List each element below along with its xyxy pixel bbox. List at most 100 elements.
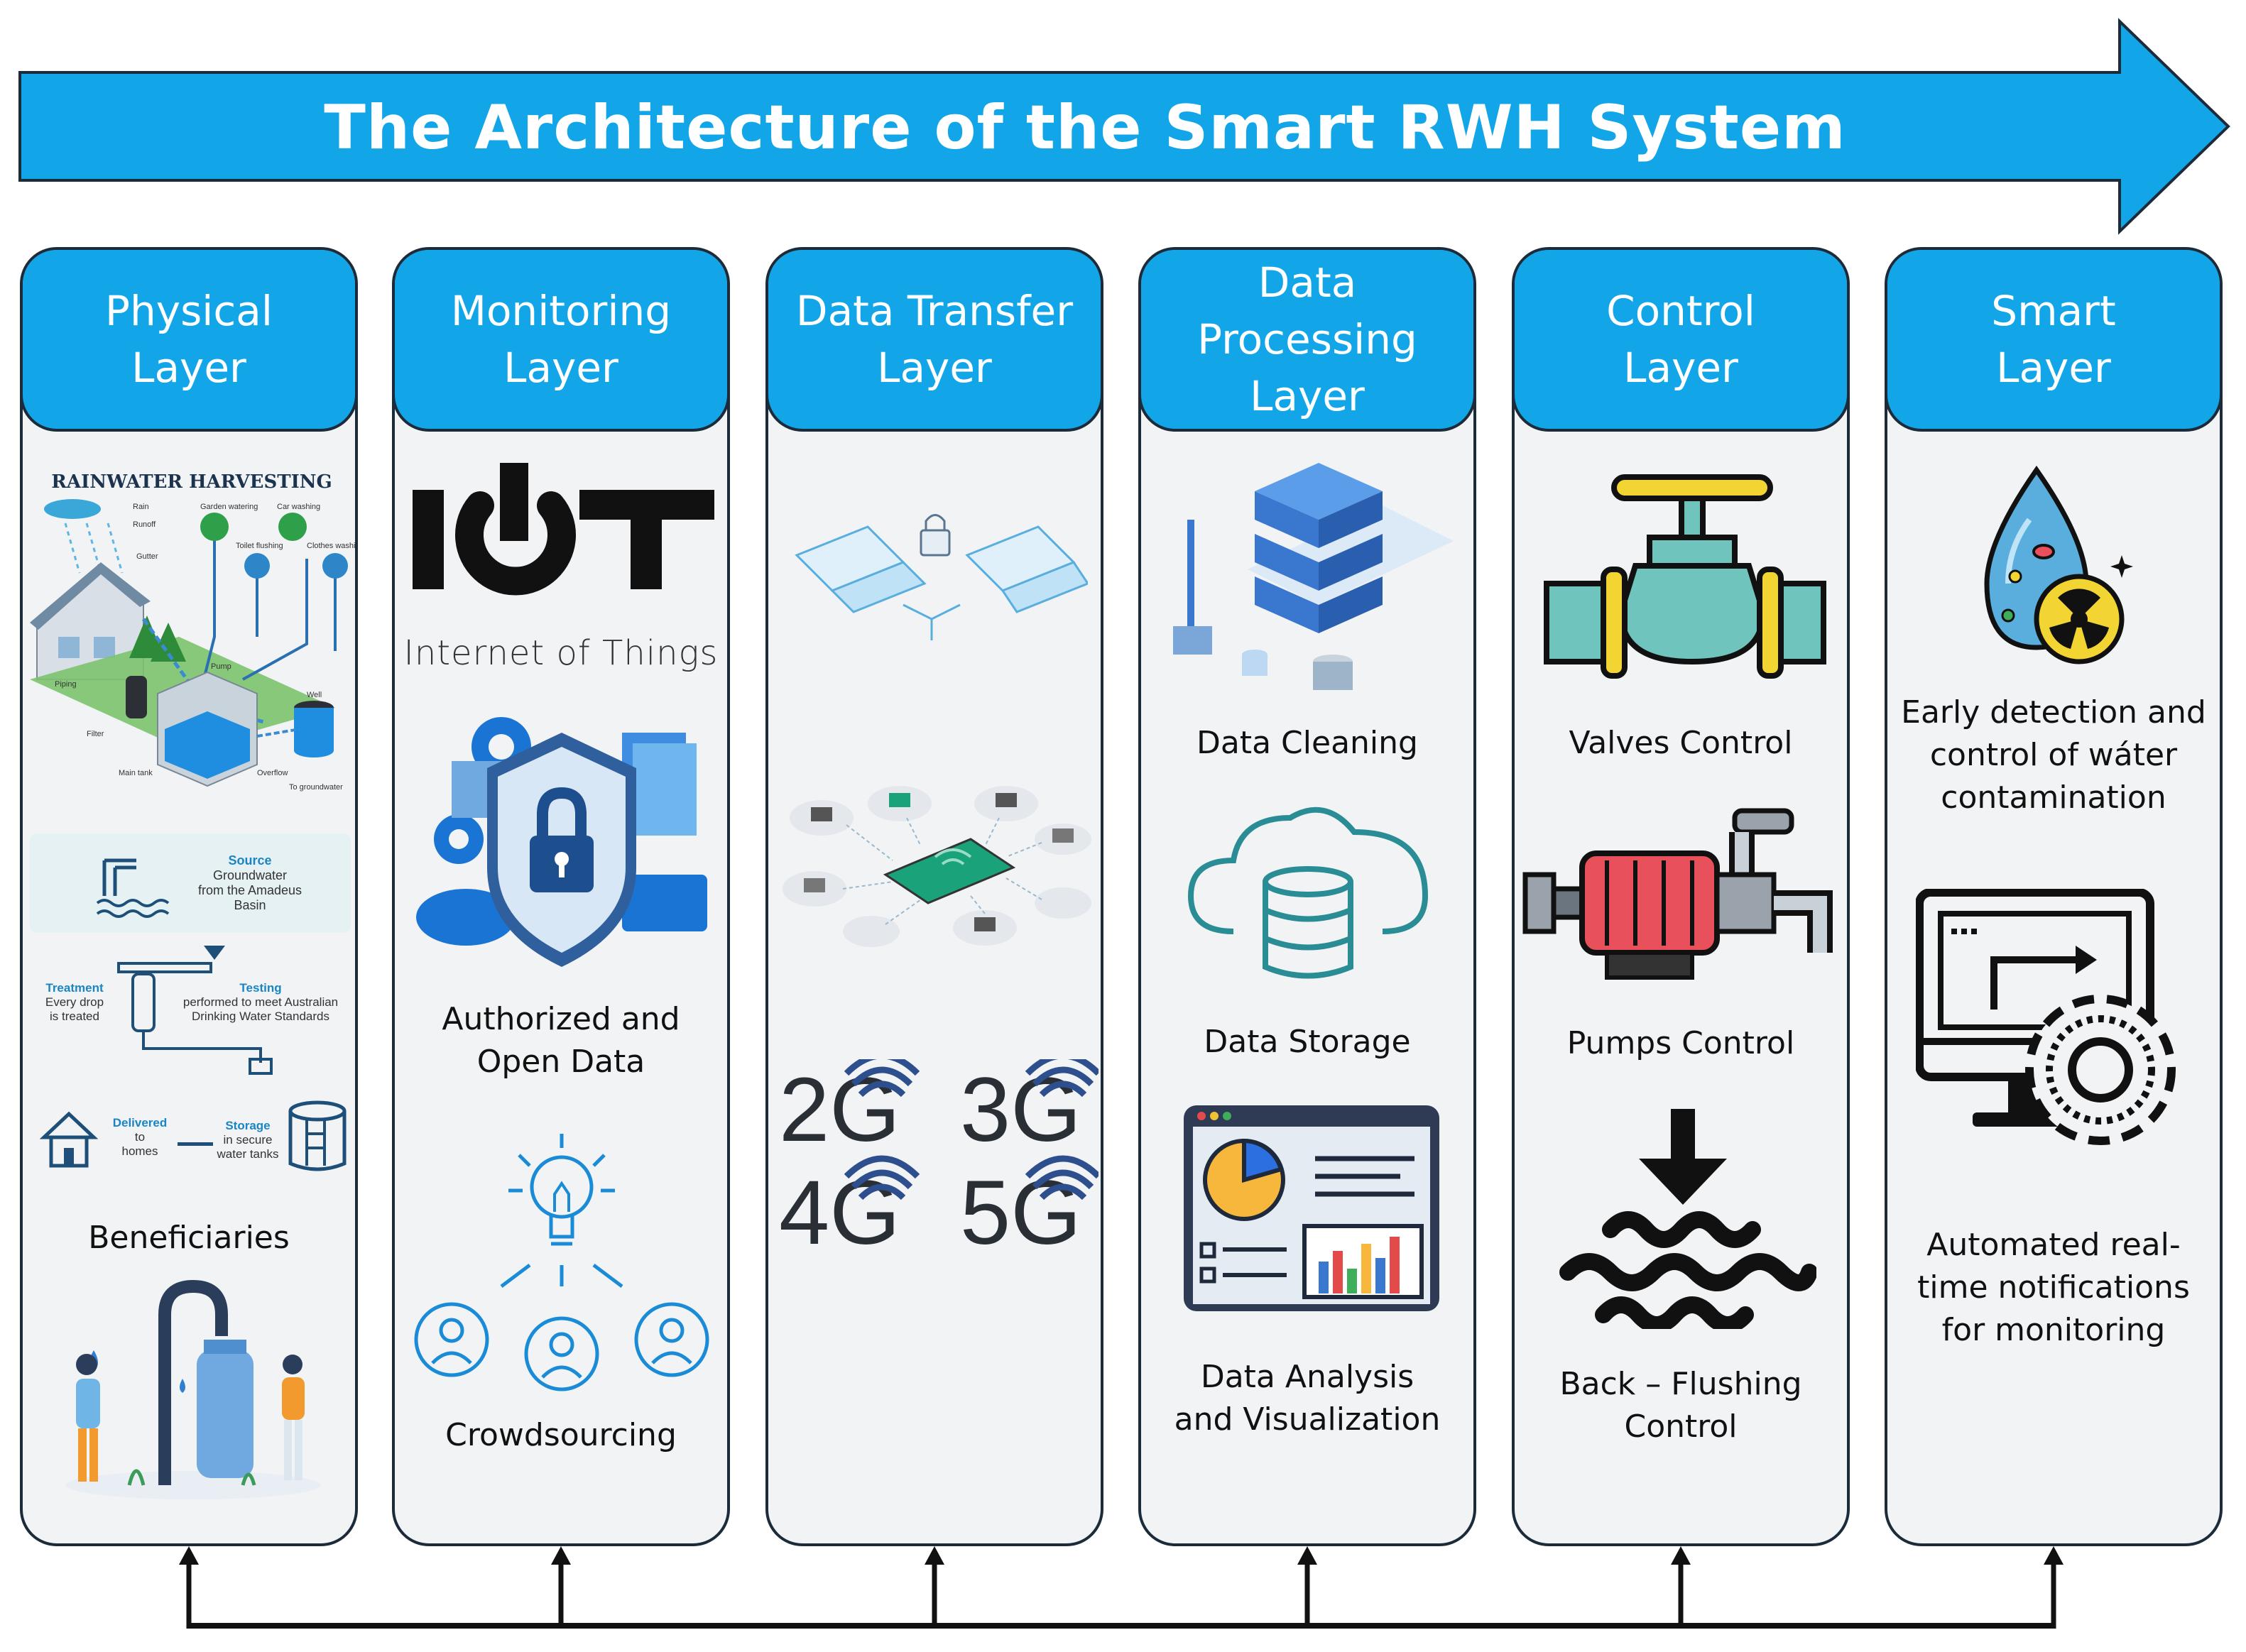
2g-icon: 2G: [779, 1059, 920, 1161]
arrow-up-icon: [179, 1546, 199, 1629]
column-title-line: Monitoring: [450, 287, 672, 335]
arrow-up-icon: [1671, 1546, 1691, 1629]
infographic-label: Pump: [211, 662, 231, 671]
column-header: Data Transfer Layer: [768, 250, 1101, 432]
column-title-line: Layer: [503, 344, 618, 392]
infographic-label: Toilet flushing: [236, 542, 283, 550]
notifications-line: for monitoring: [1941, 1312, 2166, 1348]
treatment-line: Every drop: [45, 995, 104, 1009]
water-treatment-icon: [117, 946, 273, 1075]
column-title-line: Processing: [1197, 315, 1417, 363]
column-control-layer: Control Layer Valves Control Pumps Contr…: [1512, 247, 1850, 1546]
connector-lines: [500, 1264, 623, 1288]
infographic-label: Rain: [133, 503, 149, 511]
early-detection-line: Early detection and: [1901, 694, 2206, 731]
svg-text:5G: 5G: [960, 1162, 1081, 1264]
infographic-label: Piping: [55, 680, 77, 689]
column-title-line: Data: [1258, 258, 1357, 307]
open-data-line: Open Data: [476, 1044, 645, 1080]
source-panel: [30, 833, 351, 933]
infographic-label: Gutter: [136, 552, 158, 561]
infographic-label: Well: [307, 691, 322, 699]
source-text: Source Groundwater from the Amadeus Basi…: [179, 853, 321, 913]
infographic-label: To groundwater: [289, 783, 343, 792]
column-data-transfer-layer: Data Transfer Layer 2G: [765, 247, 1103, 1546]
shield-lock-icon: [416, 717, 707, 967]
water-drop-bacteria-icon: [1984, 465, 2133, 664]
column-title-line: Physical: [105, 287, 273, 335]
column-physical-layer: Physical Layer RAINWATER HARVESTING: [20, 247, 358, 1546]
back-flushing-label: Back – Flushing Control: [1515, 1363, 1847, 1448]
open-data-label: Authorized and Open Data: [395, 998, 727, 1083]
beneficiaries-label: Beneficiaries: [88, 1220, 290, 1256]
data-analysis-line: Data Analysis: [1200, 1359, 1414, 1395]
user-icon: [524, 1316, 599, 1391]
open-data-line: Authorized and: [442, 1001, 680, 1037]
column-title-line: Layer: [131, 344, 246, 392]
column-header: Physical Layer: [23, 250, 355, 432]
early-detection-line: control of wáter: [1929, 737, 2178, 773]
laptops-lock-icon: [795, 514, 1088, 640]
storage-line: in secure: [223, 1133, 273, 1147]
storage-title: Storage: [225, 1119, 271, 1132]
delivered-line: to: [134, 1130, 146, 1144]
cloud-database-icon: [1187, 806, 1429, 979]
column-header: Smart Layer: [1887, 250, 2220, 432]
user-icon: [634, 1302, 709, 1377]
treatment-text: Treatment Every drop is treated: [36, 981, 114, 1024]
iot-logo-icon: [413, 463, 714, 596]
storage-line: water tanks: [217, 1147, 279, 1161]
house-icon: [39, 1111, 99, 1168]
page-title: The Architecture of the Smart RWH System: [324, 92, 1846, 163]
early-detection-line: contamination: [1941, 779, 2166, 816]
notifications-line: time notifications: [1917, 1269, 2190, 1306]
source-line: Basin: [234, 898, 266, 912]
infographic-label: Garden watering: [200, 503, 258, 511]
crowdsourcing-label: Crowdsourcing: [445, 1417, 677, 1453]
network-generations: 2G 3G 4G 5G: [779, 1059, 1099, 1264]
infographic-label: Overflow: [257, 769, 288, 777]
data-storage-label: Data Storage: [1204, 1024, 1411, 1060]
column-title-line: Layer: [877, 344, 992, 392]
arrow-up-icon: [2044, 1546, 2064, 1629]
column-monitoring-layer: Monitoring Layer Internet of Things Auth…: [392, 247, 730, 1546]
5g-icon: 5G: [960, 1155, 1099, 1264]
user-icon: [414, 1302, 489, 1377]
arrow-up-icon: [925, 1546, 944, 1629]
source-line: from the Amadeus: [197, 883, 302, 897]
data-analysis-label: Data Analysis and Visualization: [1141, 1356, 1473, 1441]
people-faucet-icon: [65, 1279, 321, 1499]
lightbulb-icon: [508, 1134, 615, 1246]
back-flushing-line: Control: [1624, 1408, 1738, 1445]
delivered-title: Delivered: [112, 1116, 168, 1129]
server-broom-icon: [1173, 463, 1454, 690]
infographic-label: Car washing: [277, 503, 320, 511]
testing-line: performed to meet Australian: [182, 995, 339, 1009]
delivered-text: Delivered to homes: [101, 1116, 179, 1159]
svg-text:2G: 2G: [779, 1059, 900, 1161]
svg-text:3G: 3G: [960, 1059, 1081, 1161]
testing-line: Drinking Water Standards: [191, 1010, 329, 1023]
treatment-title: Treatment: [45, 981, 104, 995]
infographic-label: Filter: [87, 730, 104, 738]
connector-line: [178, 1142, 213, 1146]
feedback-bus: [179, 1546, 2064, 1629]
data-analysis-line: and Visualization: [1174, 1401, 1441, 1438]
column-data-processing-layer: Data Processing Layer Data Cleaning Data…: [1138, 247, 1476, 1546]
column-title-line: Smart: [1991, 287, 2116, 335]
dashboard-icon: [1184, 1105, 1439, 1311]
source-line: Groundwater: [212, 868, 288, 882]
back-flushing-line: Back – Flushing: [1559, 1366, 1802, 1402]
infographic-label: Clothes washing: [307, 542, 356, 550]
water-tank-icon: [288, 1100, 347, 1171]
pumps-control-label: Pumps Control: [1566, 1025, 1795, 1061]
column-header: Monitoring Layer: [395, 250, 727, 432]
crowd-users: [414, 1302, 709, 1391]
valves-control-label: Valves Control: [1569, 725, 1793, 761]
iot-subtitle: Internet of Things: [403, 633, 719, 673]
monitor-gear-icon: [1916, 889, 2176, 1145]
column-header: Data Processing Layer: [1141, 250, 1473, 432]
valve-icon: [1544, 474, 1826, 679]
pump-icon: [1522, 808, 1833, 980]
